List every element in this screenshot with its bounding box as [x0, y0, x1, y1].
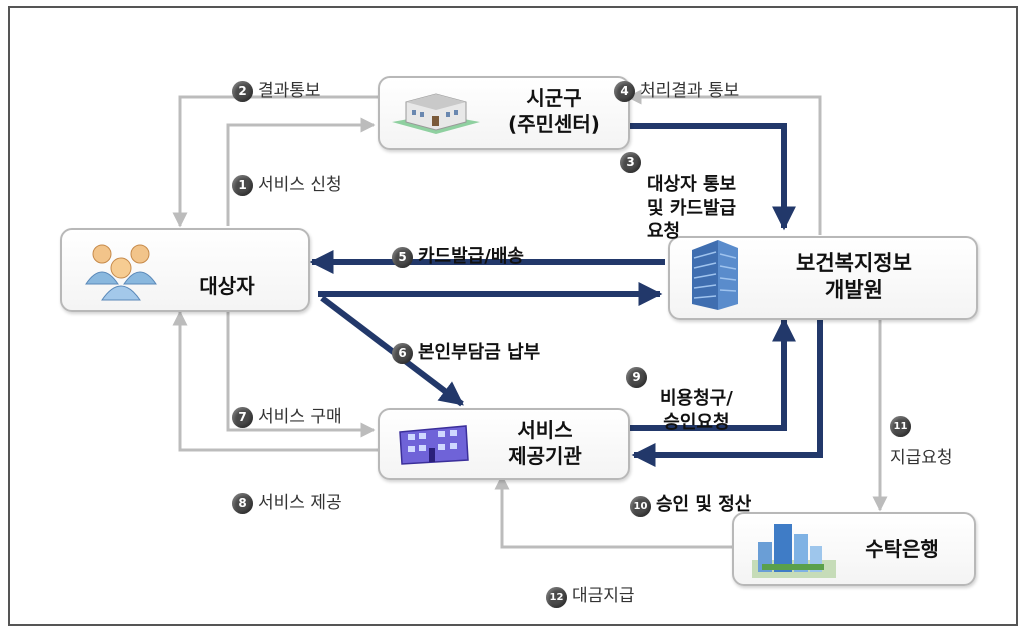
arrow-billing — [628, 317, 796, 431]
step-text-11: 지급요청 — [890, 448, 953, 469]
bank-building-icon — [752, 524, 836, 578]
step-text-5: 카드발급/배송 — [418, 246, 524, 268]
arrow-service-purchase — [226, 308, 376, 438]
provider-building-icon — [399, 425, 469, 465]
step-badge-11: 11 — [890, 416, 911, 438]
step-text-10: 승인 및 정산 — [656, 494, 752, 516]
step-badge-1: 1 — [232, 175, 253, 197]
step-text-3: 대상자 통보 및 카드발급 요청 — [647, 174, 737, 243]
arrow-result-notice — [172, 95, 378, 228]
arrow-process-result — [626, 89, 822, 235]
step-badge-8: 8 — [232, 493, 253, 515]
arrow-payment — [494, 474, 732, 549]
step-badge-2: 2 — [232, 81, 253, 103]
node-sigungu: 시군구 (주민센터) — [378, 76, 630, 150]
arrow-service-apply — [226, 117, 376, 226]
node-label-recipient: 대상자 — [199, 274, 255, 298]
step-text-4: 처리결과 통보 — [640, 81, 740, 102]
arrow-service-provide — [172, 310, 378, 452]
step-badge-12: 12 — [546, 587, 567, 609]
step-badge-3: 3 — [620, 152, 641, 173]
node-label-provider: 서비스 제공기관 — [508, 418, 582, 468]
people-icon — [85, 244, 157, 301]
building-icon — [392, 93, 480, 134]
node-label-bank: 수탁은행 — [865, 537, 939, 561]
step-text-6: 본인부담금 납부 — [418, 342, 541, 364]
node-bank: 수탁은행 — [732, 512, 976, 586]
step-text-12: 대금지급 — [572, 586, 635, 607]
office-tower-icon — [692, 240, 738, 310]
step-badge-7: 7 — [232, 407, 253, 429]
step-label-11: 11 지급요청 — [890, 392, 953, 491]
node-label-ssis: 보건복지정보 개발원 — [796, 251, 912, 303]
step-label-3: 3 대상자 통보 및 카드발급 요청 — [620, 150, 736, 267]
step-text-8: 서비스 제공 — [258, 493, 342, 514]
node-recipient: 대상자 — [60, 228, 310, 312]
node-ssis: 보건복지정보 개발원 — [668, 236, 978, 320]
step-text-2: 결과통보 — [258, 81, 321, 102]
step-label-9: 9 비용청구/ 승인요청 — [626, 364, 733, 458]
step-badge-10: 10 — [630, 496, 651, 518]
arrow-approval — [631, 318, 823, 467]
step-text-1: 서비스 신청 — [258, 175, 342, 196]
step-text-7: 서비스 구매 — [258, 407, 342, 428]
step-text-9: 비용청구/ 승인요청 — [660, 388, 733, 433]
node-provider: 서비스 제공기관 — [378, 408, 630, 480]
step-badge-6: 6 — [392, 343, 413, 365]
step-badge-4: 4 — [614, 81, 635, 103]
step-badge-5: 5 — [392, 247, 413, 269]
step-badge-9: 9 — [626, 367, 647, 388]
node-label-sigungu: 시군구 (주민센터) — [508, 86, 600, 136]
arrow-target-notice — [628, 123, 796, 231]
